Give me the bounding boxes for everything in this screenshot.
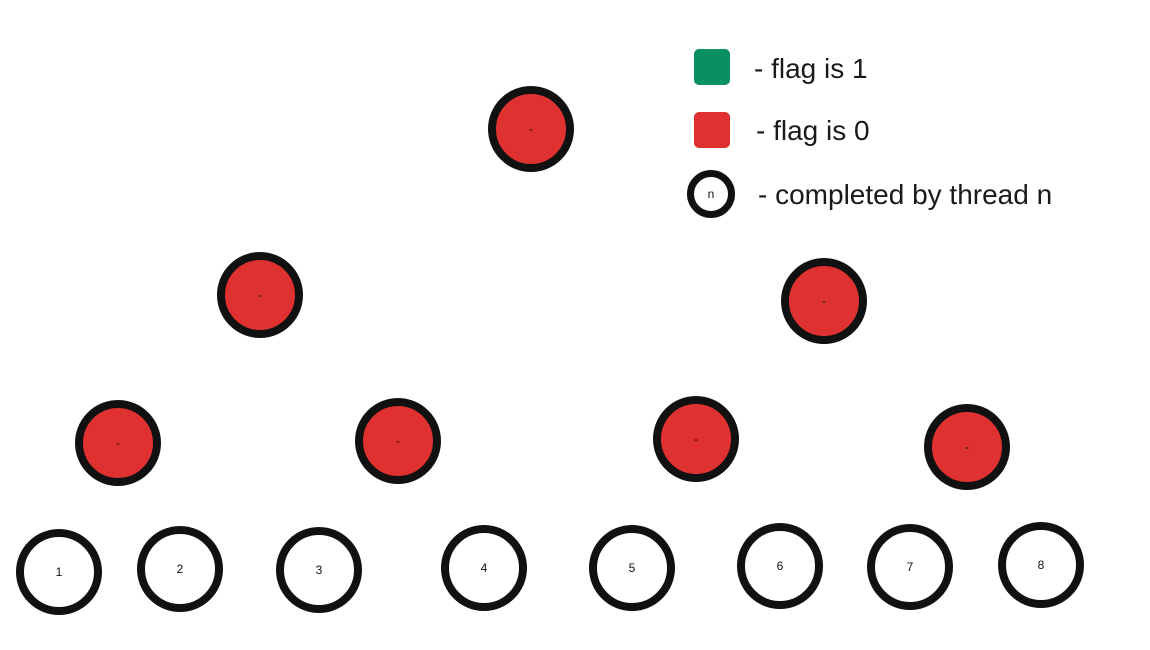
tree-leaf-thread: 4 [441,525,527,611]
leaf-label: 6 [776,559,784,573]
node-label: - [822,294,826,308]
node-label: - [116,436,120,450]
tree-node-level2: - [653,396,739,482]
tree-node-root: - [488,86,574,172]
tree-leaf-thread: 5 [589,525,675,611]
flag-zero-swatch [694,112,730,148]
tree-leaf-thread: 2 [137,526,223,612]
tree-node-level2: - [355,398,441,484]
completed-symbol-text: n [707,187,715,201]
leaf-label: 5 [628,561,636,575]
tree-leaf-thread: 8 [998,522,1084,608]
completed-label: - completed by thread n [758,179,1053,210]
node-label: - [694,432,698,446]
node-label: - [529,122,533,136]
leaf-label: 1 [55,565,63,579]
node-label: - [396,434,400,448]
tree-leaf-thread: 3 [276,527,362,613]
flag-one-label: - flag is 1 [754,53,868,84]
tree-node-level2: - [75,400,161,486]
leaf-label: 3 [315,563,323,577]
flag-one-swatch [694,49,730,85]
node-label: - [965,440,969,454]
tree-node-level1: - [781,258,867,344]
tree-node-level2: - [924,404,1010,490]
leaf-label: 2 [176,562,184,576]
tree-leaf-thread: 7 [867,524,953,610]
tree-node-level1: - [217,252,303,338]
tree-leaf-thread: 6 [737,523,823,609]
node-label: - [258,288,262,302]
completed-symbol-circle: n [687,170,735,218]
leaf-label: 4 [480,561,488,575]
tree-leaf-thread: 1 [16,529,102,615]
flag-zero-label: - flag is 0 [756,115,870,146]
leaf-label: 8 [1037,558,1045,572]
leaf-label: 7 [906,560,914,574]
